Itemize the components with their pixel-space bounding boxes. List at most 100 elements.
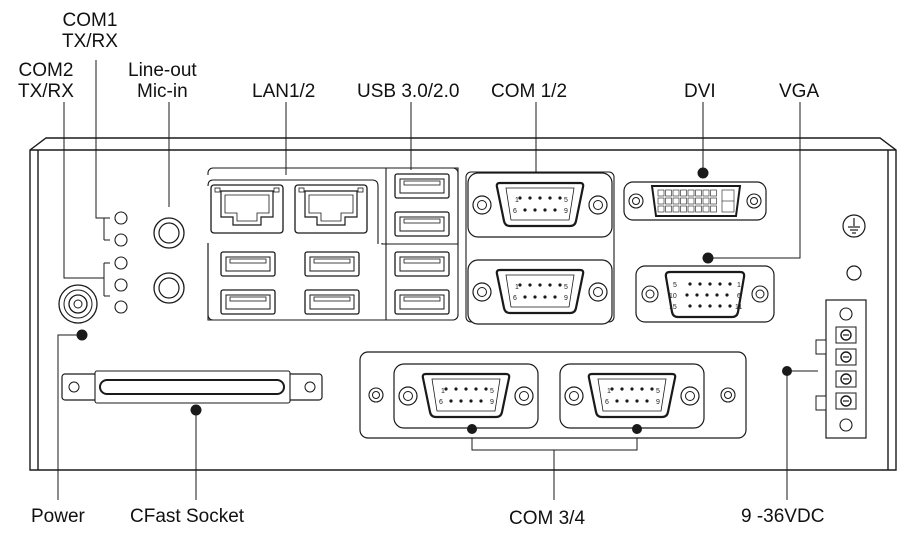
label-com34: COM 3/4	[509, 508, 586, 529]
pin-label-db9-left: 6	[513, 295, 517, 302]
pin-label-db9-right: 9	[656, 399, 660, 406]
label-lineout-line1: Line-out	[128, 60, 197, 81]
dvi-pin	[672, 205, 680, 213]
pin-label-db9-top-right: 5	[564, 197, 568, 204]
vga-pin	[725, 293, 729, 297]
label-dvi: DVI	[684, 81, 716, 102]
label-vga: VGA	[779, 81, 820, 102]
vga-pin	[718, 304, 722, 308]
label-com1-line2: TX/RX	[62, 31, 118, 52]
vga-pin	[715, 293, 719, 297]
label-dc: 9 -36VDC	[741, 506, 825, 527]
dvi-pin	[702, 189, 710, 197]
lan-frame	[207, 179, 379, 244]
dvi-pin	[702, 197, 710, 205]
label-usb: USB 3.0/2.0	[357, 81, 460, 102]
label-com1: COM1 TX/RX	[62, 10, 118, 52]
dvi-pin	[657, 189, 665, 197]
dvi-pin	[672, 189, 680, 197]
pin-label-db9-top-right: 5	[656, 388, 660, 395]
pin-label-vga-left-bot: 15	[669, 304, 677, 311]
vga-pin	[688, 282, 692, 286]
dvi-port	[623, 167, 767, 221]
dvi-pin	[687, 197, 695, 205]
label-power: Power	[31, 506, 85, 527]
usb-port	[394, 289, 450, 315]
usb-port	[220, 289, 276, 315]
power-button	[58, 284, 98, 341]
pin-label-db9-top: 1	[515, 284, 519, 291]
pin-label-vga-left-top: 5	[673, 282, 677, 289]
label-com2-line2: TX/RX	[18, 81, 74, 102]
vga-pin	[688, 304, 692, 308]
dvi-pin	[695, 197, 702, 205]
com4-port	[558, 362, 706, 430]
vga-pin	[698, 304, 702, 308]
usb-port	[220, 251, 276, 277]
lan2-port	[294, 184, 368, 234]
pin-label-db9-top: 1	[441, 388, 445, 395]
pin-label-db9-top-right: 5	[490, 388, 494, 395]
usb-port	[304, 289, 360, 315]
status-leds	[114, 211, 128, 314]
vga-pin	[685, 293, 689, 297]
dc-input-terminal	[815, 299, 867, 439]
label-cfast: CFast Socket	[130, 506, 245, 527]
usb-port	[394, 211, 450, 237]
dvi-pin	[710, 197, 717, 205]
pin-label-db9-left: 6	[513, 208, 517, 215]
mount-hole	[846, 265, 862, 281]
pin-label-vga-left-mid: 10	[669, 293, 677, 300]
label-lineout: Line-out Mic-in	[128, 60, 197, 102]
label-com2: COM2 TX/RX	[18, 60, 74, 102]
pin-label-vga-right-top: 1	[737, 282, 741, 289]
lan1-port	[210, 184, 284, 234]
usb-port	[304, 251, 360, 277]
vga-port	[635, 252, 775, 323]
com2-port	[466, 258, 614, 326]
audio-jacks	[153, 217, 185, 304]
chassis-outline	[29, 137, 897, 471]
dvi-pin	[672, 197, 680, 205]
com3-port	[392, 362, 540, 430]
usb-port	[394, 173, 450, 199]
dvi-pin	[702, 205, 710, 213]
dvi-pin	[657, 197, 665, 205]
pin-label-db9-top-right: 5	[564, 284, 568, 291]
vga-pin	[728, 282, 732, 286]
pin-label-vga-right-bot: 11	[735, 304, 742, 311]
label-com12: COM 1/2	[491, 81, 568, 102]
vga-pin	[718, 282, 722, 286]
label-lineout-line2: Mic-in	[137, 81, 188, 102]
com1-port	[466, 171, 614, 239]
dvi-pin	[657, 205, 665, 213]
dvi-pin	[665, 205, 672, 213]
pin-label-db9-left: 6	[605, 399, 609, 406]
dvi-pin	[680, 197, 687, 205]
ground-icon	[842, 214, 866, 238]
dvi-pin	[710, 189, 717, 197]
dvi-pin	[680, 189, 687, 197]
vga-pin	[708, 304, 712, 308]
vga-pin	[698, 282, 702, 286]
dvi-pin	[665, 189, 672, 197]
label-com1-line1: COM1	[62, 10, 118, 31]
pin-label-db9-right: 9	[564, 295, 568, 302]
pin-label-db9-left: 6	[439, 399, 443, 406]
label-com2-line1: COM2	[18, 60, 74, 81]
vga-pin	[695, 293, 699, 297]
pin-label-db9-right: 9	[490, 399, 494, 406]
vga-pin	[708, 282, 712, 286]
pin-label-db9-right: 9	[564, 208, 568, 215]
pin-label-db9-top: 1	[515, 197, 519, 204]
dvi-pin	[710, 205, 717, 213]
dvi-pin	[665, 197, 672, 205]
dvi-pin	[695, 205, 702, 213]
vga-pin	[705, 293, 709, 297]
pin-label-db9-top: 1	[607, 388, 611, 395]
usb-port	[394, 251, 450, 277]
dvi-pin	[680, 205, 687, 213]
pin-label-vga-right-mid: 6	[737, 293, 741, 300]
